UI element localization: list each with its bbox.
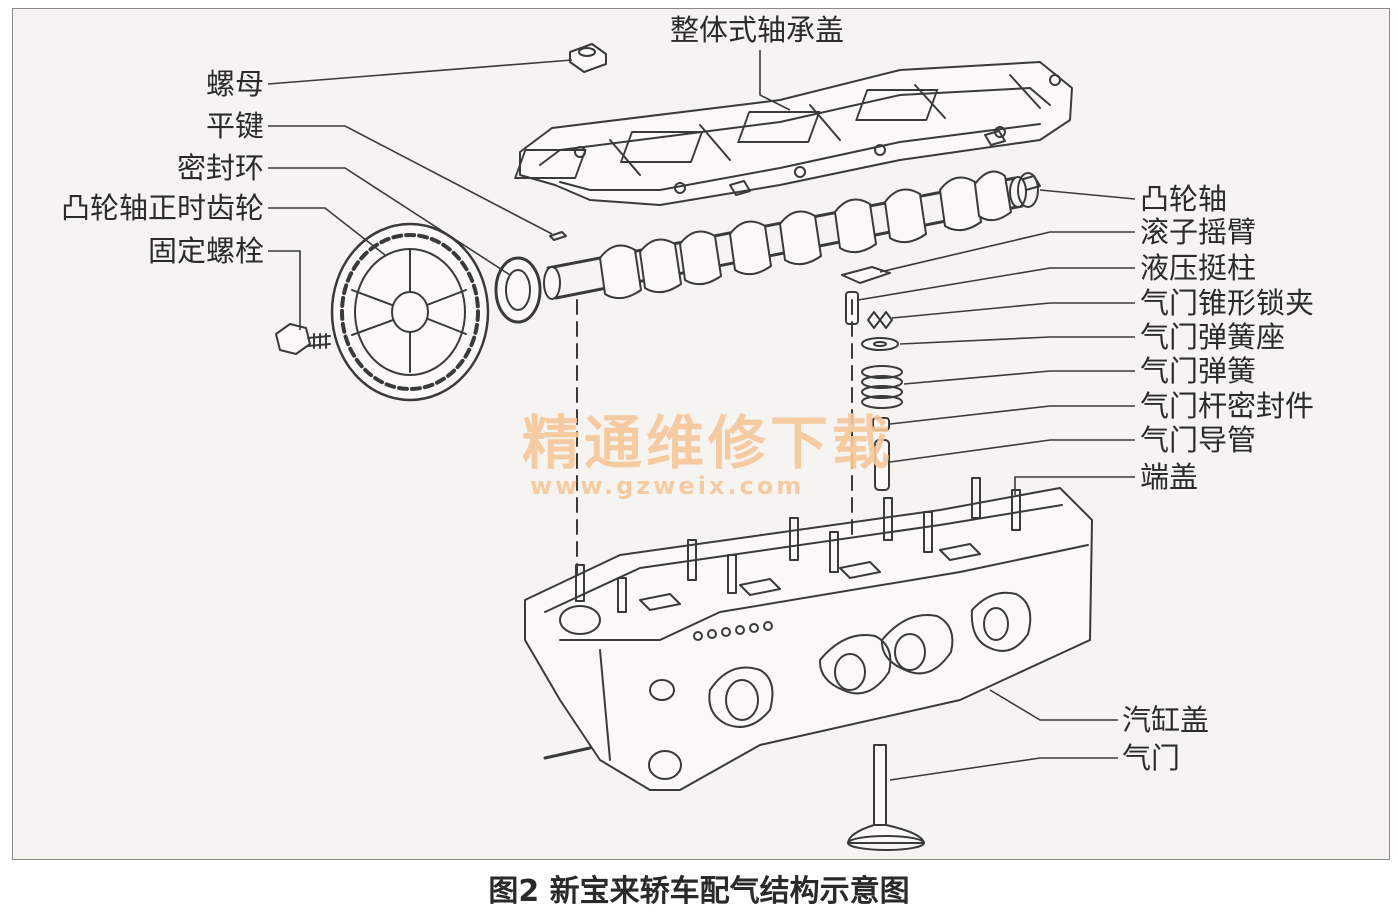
camshaft-drawing: [543, 170, 1039, 300]
bearing-cover-drawing: [514, 61, 1073, 206]
leader-nut: [267, 59, 573, 85]
label-nut: 螺母: [205, 67, 264, 101]
nut-drawing: [569, 43, 607, 73]
leader-flat-key: [268, 125, 553, 235]
leader-bearing-cover: [759, 50, 791, 111]
figure-caption: 图2 新宝来轿车配气结构示意图: [488, 874, 910, 909]
cylinder-head-drawing: [524, 477, 1093, 791]
leader-camshaft: [1039, 189, 1136, 200]
label-fixing-bolt: 固定螺栓: [147, 234, 264, 268]
leader-stem-seal: [889, 405, 1135, 425]
label-end-cap: 端盖: [1140, 460, 1199, 494]
label-valve-spring: 气门弹簧: [1140, 354, 1257, 388]
timing-gear-drawing: [330, 222, 490, 402]
leader-hydraulic-tappet: [857, 267, 1135, 301]
leader-timing-gear: [268, 207, 386, 256]
leader-cylinder-head: [989, 689, 1118, 721]
watermark-text: 精通维修下载: [522, 409, 895, 477]
leader-spring-seat: [899, 336, 1135, 345]
flat-key-drawing: [549, 231, 567, 241]
label-bearing-cover: 整体式轴承盖: [670, 13, 845, 47]
leader-fixing-bolt: [268, 250, 301, 330]
leader-roller-rocker: [879, 231, 1135, 273]
leader-valve-spring: [903, 370, 1135, 385]
watermark-url: www.gzweix.com: [530, 472, 805, 500]
leader-valve-guide: [889, 439, 1135, 463]
valve-drawing: [847, 744, 925, 851]
label-camshaft: 凸轮轴: [1140, 182, 1228, 216]
label-cam-timing-gear: 凸轮轴正时齿轮: [60, 191, 264, 225]
label-cylinder-head: 汽缸盖: [1122, 703, 1210, 737]
label-spring-seat: 气门弹簧座: [1140, 320, 1286, 354]
label-valve: 气门: [1122, 741, 1181, 775]
seal-ring-drawing: [494, 256, 542, 324]
leader-seal-ring: [268, 167, 511, 276]
label-seal-ring: 密封环: [176, 151, 264, 185]
label-hydraulic-tappet: 液压挺柱: [1140, 251, 1257, 285]
label-flat-key: 平键: [205, 109, 264, 143]
valve-stack-drawing: [841, 266, 903, 491]
leader-valve: [889, 757, 1118, 781]
label-stem-seal: 气门杆密封件: [1140, 389, 1315, 423]
label-roller-rocker: 滚子摇臂: [1140, 215, 1257, 249]
leader-end-cap: [1014, 476, 1135, 495]
label-valve-guide: 气门导管: [1140, 423, 1257, 457]
fixing-bolt-drawing: [275, 323, 331, 355]
leader-valve-cotter: [891, 302, 1135, 319]
label-valve-cotter: 气门锥形锁夹: [1140, 286, 1315, 320]
